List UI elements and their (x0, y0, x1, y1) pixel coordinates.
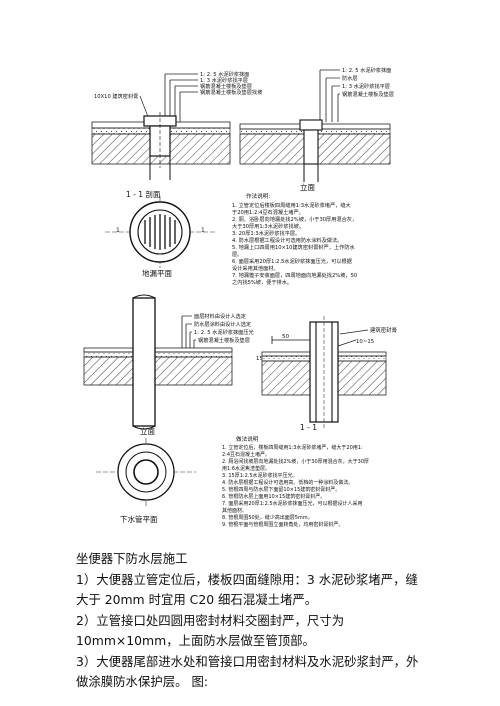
top-elevation-view: 1: 2. 5 水泥砂浆抹面 防水层 1: 3 水泥砂浆找平层 钢筋混凝土楼板及… (239, 66, 394, 192)
top-note-line: 7. 地漏篦子安装面层，四周地面向地漏处找2%坡，50 (232, 271, 357, 279)
paragraph-2: 2）立管接口处四圆用密封材料交圈封严，尺寸为 10mm×10mm，上面防水层做至… (76, 612, 345, 649)
bottom-note-line: 6. 管根防水层上面用10×15建筑密封膏封严。 (222, 493, 325, 500)
top-left-label-4: 钢筋混凝土楼板及垫层找坡 (200, 88, 262, 96)
pipe-plan-title: 下水管平面 (120, 514, 158, 524)
pipe-elevation-view: 面层材料由设计人选定 防水层涂料由设计人选定 1: 2. 5 水泥砂浆抹面压光 … (83, 294, 254, 436)
bottom-right-label-2: 10~15 (356, 339, 374, 345)
top-note-line: 层。 (232, 251, 242, 258)
bottom-left-label-3: 1: 2. 5 水泥砂浆抹面压光 (194, 328, 254, 336)
top-note-line: 于20用1:2:4豆石混凝土堵严。 (232, 208, 304, 216)
drain-plan-view: 1 1 地漏平面 (105, 196, 215, 278)
top-note-line: 1. 立管定位后楼板四周缝用1:3水泥砂浆堵严，缝大 (232, 201, 351, 209)
bottom-note-line: 3. 15厚1:2.5水泥砂浆找平压光。 (222, 472, 298, 479)
section-heading: 坐便器下防水层施工 (76, 551, 188, 566)
bottom-note-line: 其他面材。 (222, 507, 247, 514)
bottom-left-label-4: 钢筋混凝土楼板及垫层 (198, 336, 250, 344)
top-notes-title: 作法说明: (246, 192, 270, 200)
bottom-right-label-1: 建筑密封膏 (370, 326, 398, 334)
drain-plan-title: 地漏平面 (142, 268, 172, 278)
bottom-left-label-2: 防水层涂料由设计人选定 (194, 320, 251, 328)
pipe-plan-view: 下水管平面 (96, 438, 196, 524)
svg-text:1: 1 (116, 227, 120, 234)
top-note-line: 4. 防水层根据工程设计可选用防水涂料及做法。 (232, 236, 342, 244)
bottom-note-line: 7. 面层采用20厚1:2.5水泥砂浆抹面压光，可以根据设计人采用 (222, 500, 363, 507)
top-left-side-label: 10X10 建筑密封膏 (94, 92, 138, 100)
svg-text:1: 1 (201, 227, 205, 234)
bottom-note-line: 8. 管根周围50处，缝少高出面层5mm。 (222, 514, 313, 521)
bottom-notes-title: 做法说明 (236, 435, 259, 443)
construction-drawing: 1: 2. 5 水泥砂浆抹面 1: 3 水泥砂浆找平层 钢筋混凝土楼板及垫层 钢… (83, 66, 398, 528)
pipe-section-view: 50 10~15 建筑密封膏 15 1 - 1 (256, 316, 398, 432)
top-note-line: 之内找5%坡，便于排水。 (232, 278, 292, 286)
top-right-label-4: 钢筋混凝土楼板及垫层 (342, 90, 394, 98)
top-left-label-3: 钢筋混凝土楼板及垫层 (200, 82, 252, 90)
top-note-line: 5. 地漏上口四周用10×10建筑密封膏封严，上作防水 (232, 243, 356, 251)
top-note-line: 大于30厚用1:3水泥砂浆找坡。 (232, 222, 304, 230)
top-note-line: 6. 面层采用20厚1:2.5水泥砂浆抹面压光，可以根据 (232, 257, 352, 265)
drain-section-view: 1: 2. 5 水泥砂浆抹面 1: 3 水泥砂浆找平层 钢筋混凝土楼板及垫层 钢… (91, 70, 262, 199)
top-right-label-2: 防水层 (342, 74, 358, 82)
bottom-note-line: 9. 管根平面与管根周围立面转角处，均用密封膏封严。 (222, 521, 343, 528)
bottom-note-line: 2:4豆石混凝土堵严。 (222, 451, 270, 458)
top-right-label-3: 1: 3 水泥砂浆找平层 (342, 82, 390, 90)
bottom-note-line: 2. 厕浴间找坡层向地漏处找2%坡，小于30厚用混合灰，大于30厚 (222, 458, 369, 465)
bottom-section-title: 1 - 1 (300, 423, 317, 432)
top-section-title: 1 - 1 剖面 (126, 189, 161, 199)
top-right-label-1: 1: 2. 5 水泥砂浆抹面 (342, 66, 391, 74)
body-text: 坐便器下防水层施工 1）大便器立管定位后，楼板四面缝隙用：3 水泥砂浆堵严，缝大… (76, 549, 428, 693)
bottom-right-dim: 50 (282, 334, 290, 340)
bottom-note-line: 用1:6水泥焦渣垫层。 (222, 465, 270, 472)
bottom-left-label-1: 面层材料由设计人选定 (194, 312, 246, 320)
pipe-elevation-title: 立面 (140, 426, 155, 436)
bottom-note-line: 4. 防水层根据工程设计可选用高、低档的一种涂料及做法。 (222, 479, 353, 486)
top-notes: 作法说明: 1. 立管定位后楼板四周缝用1:3水泥砂浆堵严，缝大 于20用1:2… (232, 192, 357, 286)
top-note-line: 设计采用其他面材。 (232, 264, 279, 272)
top-note-line: 3. 20厚1:3水泥砂浆找平层。 (232, 229, 300, 237)
top-elevation-title: 立面 (300, 182, 315, 192)
top-left-label-1: 1: 2. 5 水泥砂浆抹面 (200, 70, 249, 78)
bottom-notes: 做法说明 1. 立管定位后，楼板四周缝用1:3水泥砂浆堵严，缝大于20用1: 2… (222, 435, 369, 528)
bottom-left-side-label: 15 (256, 356, 263, 362)
bottom-note-line: 5. 管根四周与防水层下面留10×15建筑密封膏封严。 (222, 486, 340, 493)
paragraph-3: 3）大便器尾部进水处和管接口用密封材料及水泥砂浆封严，外做涂膜防水保护层。 图: (76, 653, 419, 690)
top-left-label-2: 1: 3 水泥砂浆找平层 (200, 76, 248, 84)
paragraph-1: 1）大便器立管定位后，楼板四面缝隙用：3 水泥砂浆堵严，缝大于 20mm 时宜用… (76, 571, 418, 608)
bottom-note-line: 1. 立管定位后，楼板四周缝用1:3水泥砂浆堵严，缝大于20用1: (222, 444, 363, 451)
top-note-line: 2. 厕、浴卧层向地漏处找2%坡，小于30厚用混合灰， (232, 215, 357, 223)
